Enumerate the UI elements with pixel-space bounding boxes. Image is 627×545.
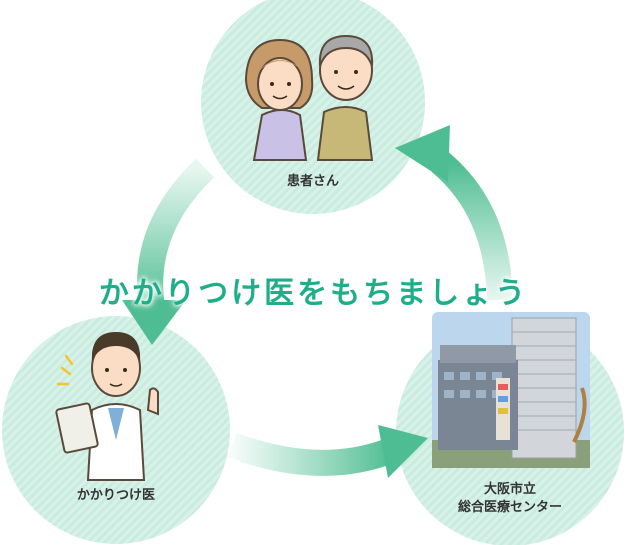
hospital-photo: [432, 312, 590, 468]
patient-label: 患者さん: [286, 174, 339, 189]
hospital-label: 大阪市立 総合医療センター: [430, 481, 590, 517]
doctor-illustration: [55, 332, 159, 481]
arrow-hospital-to-patient: [395, 125, 513, 301]
arrow-doctor-to-hospital: [227, 425, 428, 478]
elderly-couple-illustration: [244, 34, 374, 161]
hospital-label-line1: 大阪市立: [483, 482, 536, 497]
doctor-label: かかりつけ医: [76, 488, 156, 503]
headline: かかりつけ医をもちましょう: [98, 276, 529, 311]
hospital-label-line2: 総合医療センター: [457, 500, 562, 515]
arrow-patient-to-doctor: [122, 158, 215, 345]
